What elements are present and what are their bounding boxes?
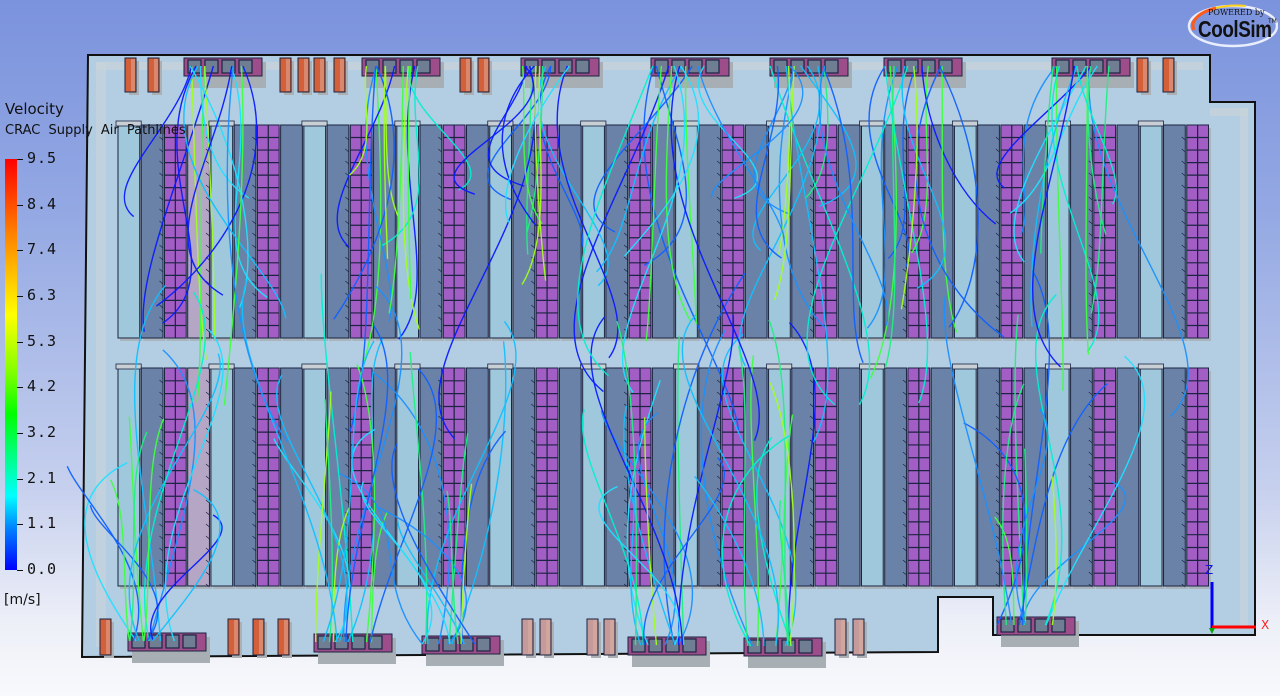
logo-powered-by: POWERED by [1208, 8, 1265, 17]
axis-x-label: X [1261, 618, 1270, 632]
colorbar-tick [17, 296, 23, 297]
colorbar-tick-label: 8.4 [27, 194, 58, 213]
velocity-colorbar [5, 159, 17, 570]
colorbar-tick-label: 6.3 [27, 286, 58, 304]
axis-triad [1209, 582, 1256, 634]
colorbar-tick-label: 2.1 [27, 468, 58, 487]
colorbar-tick-label: 5.3 [27, 331, 58, 350]
colorbar-tick-label: 4.2 [27, 377, 58, 396]
colorbar-tick-label: 0.0 [27, 560, 58, 578]
colorbar-tick-label: 1.1 [27, 514, 58, 533]
legend-title: Velocity [5, 100, 64, 118]
colorbar-tick [17, 387, 23, 389]
pathlines [66, 65, 1189, 647]
colorbar-tick [17, 433, 23, 434]
colorbar-tick [17, 341, 23, 343]
axis-z-label: Z [1205, 563, 1214, 577]
rack-rows [115, 120, 1211, 589]
logo-swoosh-icon [1187, 4, 1278, 48]
colorbar-tick [17, 250, 23, 252]
colorbar-tick [17, 204, 23, 206]
colorbar-tick [17, 570, 23, 571]
colorbar-tick [17, 478, 23, 480]
legend-units: [m/s] [4, 592, 41, 608]
colorbar-tick [17, 524, 23, 526]
colorbar-tick-label: 7.4 [27, 240, 58, 259]
colorbar-tick-label: 3.2 [27, 423, 58, 441]
logo-tm: TM [1268, 18, 1277, 25]
colorbar-tick [17, 159, 23, 160]
logo-name: CoolSim [1198, 16, 1272, 42]
legend-subtitle: CRAC Supply Air Pathlines [5, 123, 186, 138]
coolsim-logo: POWERED by CoolSim TM [1186, 2, 1278, 48]
colorbar-tick-label: 9.5 [27, 149, 58, 167]
